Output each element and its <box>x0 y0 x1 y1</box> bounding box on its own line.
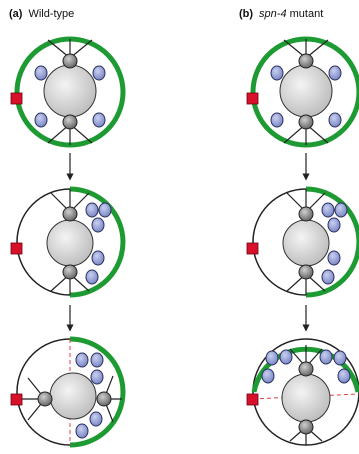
embryo-a1-centrosome-bottom <box>62 114 78 130</box>
embryo-a3-cortex-cap <box>69 336 126 448</box>
embryo-a2-nucleus <box>46 219 94 267</box>
panel-b-title-gene: spn-4 <box>259 8 287 20</box>
embryo-b3-nucleus <box>281 373 331 423</box>
embryo-a3-p-granules <box>75 352 104 439</box>
panel-a-label: (a) Wild-type <box>9 8 74 20</box>
embryo-a3-nucleus <box>49 372 97 420</box>
embryo-a2 <box>10 186 126 298</box>
embryo-b2-nucleus <box>282 219 330 267</box>
embryo-a2-position-marker <box>10 242 23 255</box>
embryo-b3-centrosome-top <box>298 361 314 377</box>
embryo-b2-centrosome-top <box>298 206 314 222</box>
embryo-b3-centrosome-bottom <box>298 419 314 435</box>
embryo-a1-p-granules <box>34 65 106 128</box>
panel-b-title-rest: mutant <box>286 8 324 20</box>
embryo-b1-p-granules <box>270 65 342 128</box>
embryo-a2-centrosome-top <box>62 206 78 222</box>
embryo-a1-position-marker <box>10 92 23 105</box>
panel-a-title: Wild-type <box>28 8 75 20</box>
embryo-a1-nucleus <box>43 64 97 118</box>
panel-b-label: (b) spn-4 mutant <box>239 8 323 20</box>
embryo-b1-nucleus <box>279 64 333 118</box>
embryo-a3-position-marker <box>10 393 23 406</box>
panel-b-letter: (b) <box>239 8 254 20</box>
embryo-b1-centrosome-bottom <box>298 114 314 130</box>
embryo-a1-centrosome-top <box>62 53 78 69</box>
embryo-a1 <box>10 36 126 148</box>
embryo-b2-position-marker <box>246 242 259 255</box>
embryo-b1-centrosome-top <box>298 53 314 69</box>
embryo-b2 <box>246 186 359 298</box>
embryo-b3 <box>246 338 359 446</box>
embryo-b2-centrosome-bottom <box>298 264 314 280</box>
embryo-a2-cortex-cap <box>69 186 126 298</box>
embryo-b3-p-granules <box>261 349 351 384</box>
embryo-a3-centrosome-right <box>96 391 112 407</box>
embryo-b1-position-marker <box>246 92 259 105</box>
embryo-a3-centrosome-left <box>37 391 53 407</box>
panel-a-letter: (a) <box>9 8 23 20</box>
embryo-b2-p-granules <box>321 202 348 285</box>
embryo-b3-position-marker <box>246 393 259 406</box>
embryo-a2-centrosome-bottom <box>62 264 78 280</box>
embryo-a2-p-granules <box>85 202 112 285</box>
embryo-b2-cortex-cap <box>305 186 359 298</box>
embryo-b1 <box>246 36 359 148</box>
embryo-a3 <box>10 336 126 448</box>
